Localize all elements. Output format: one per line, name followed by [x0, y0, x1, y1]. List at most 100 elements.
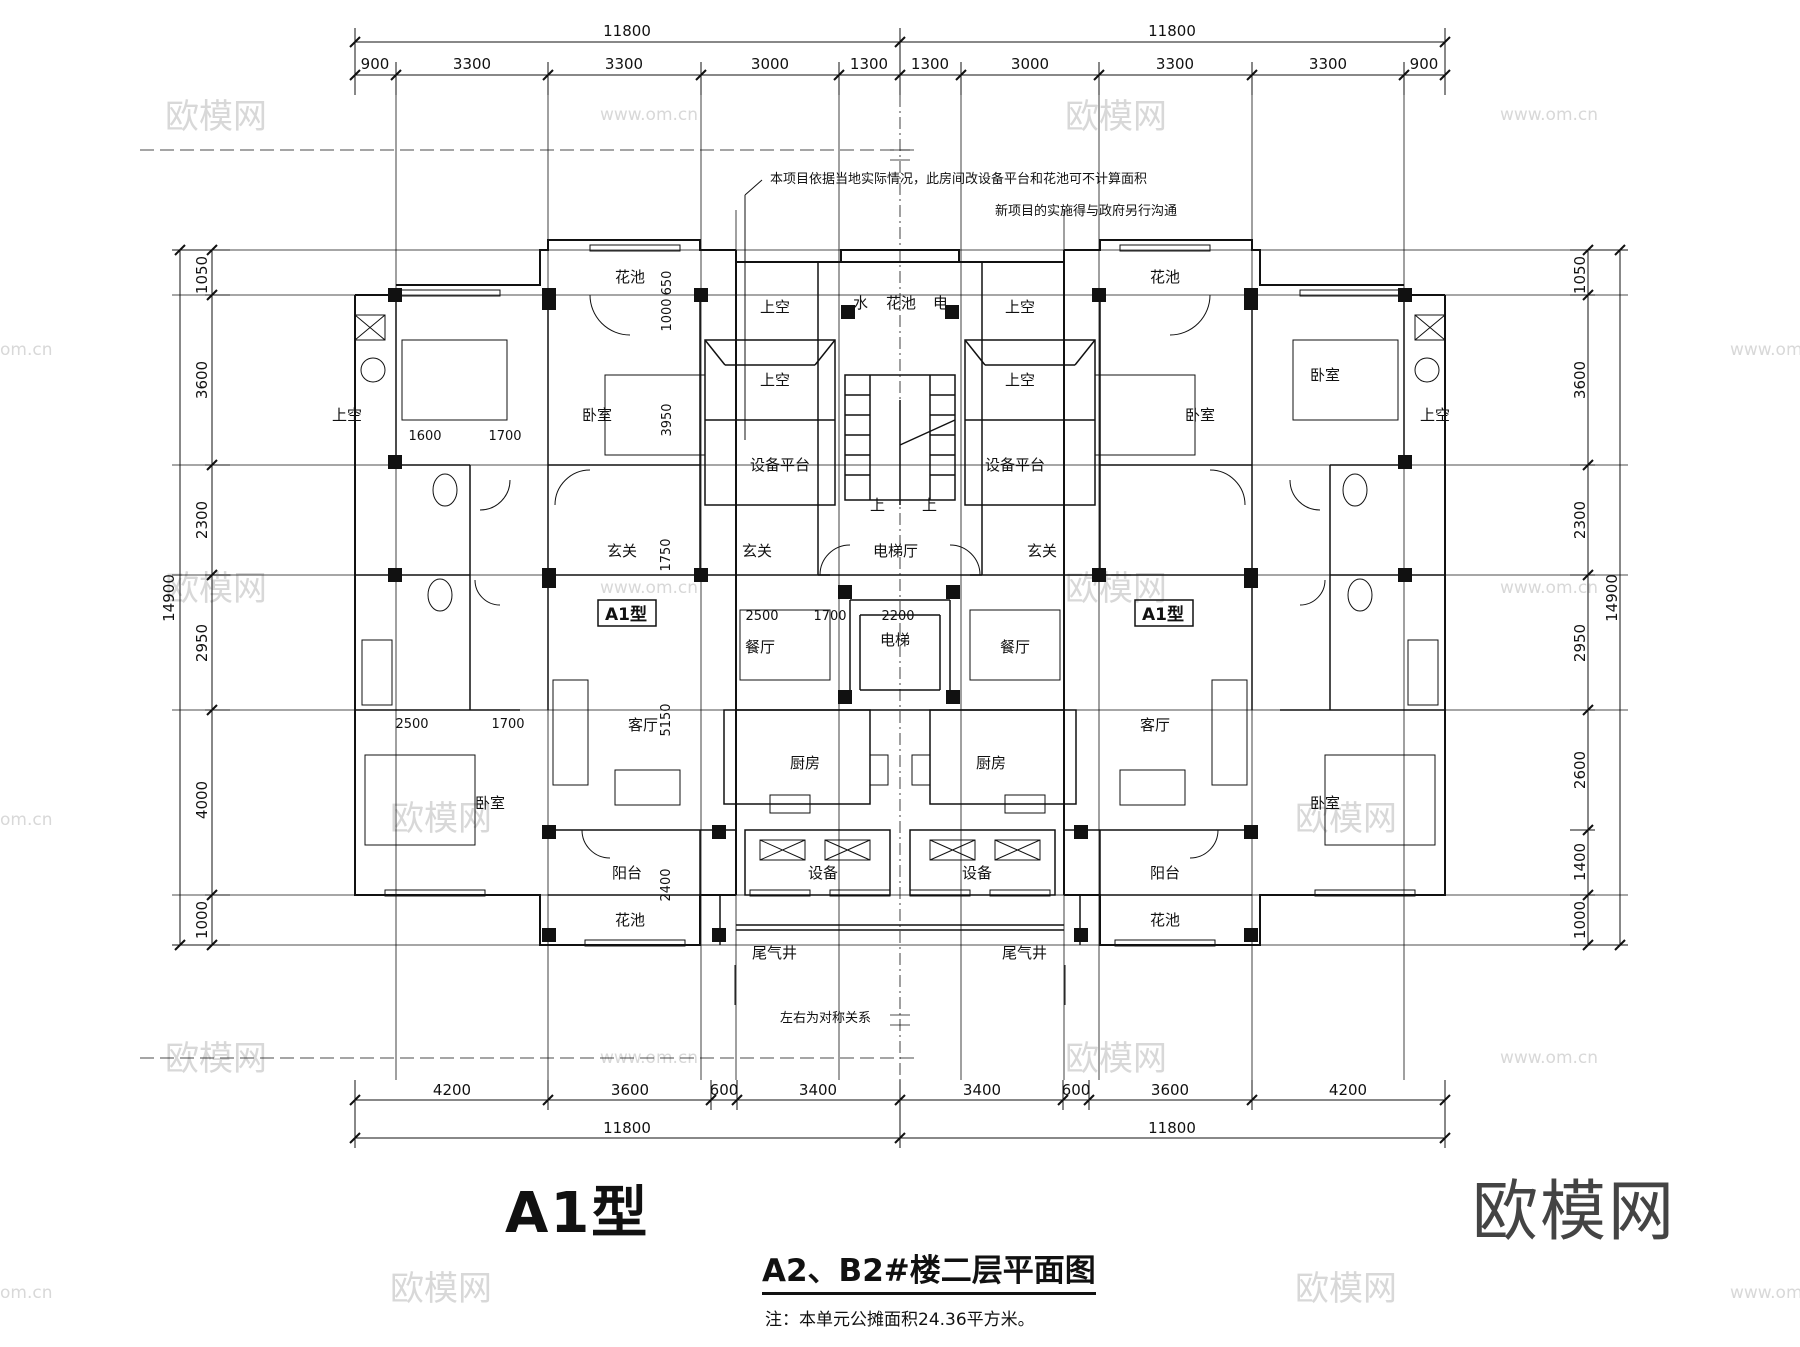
- sink-icon: [1004, 794, 1046, 814]
- stair-up-label: 上: [870, 496, 885, 514]
- room-balcony: 阳台: [612, 864, 642, 882]
- dim-label: 11800: [603, 22, 651, 40]
- equipment-unit-icon: [994, 839, 1041, 861]
- room-equipment-platform: 设备平台: [985, 456, 1045, 474]
- dim-label: 2950: [1571, 624, 1589, 662]
- sofa-icon: [552, 679, 589, 786]
- bathtub-icon: [361, 639, 393, 706]
- room-void: 上空: [1005, 298, 1035, 316]
- top-dimension-lines: [349, 28, 1451, 95]
- dim-label: 3300: [1309, 55, 1347, 73]
- doors: [474, 294, 1326, 859]
- watermark-url: www.om.cn: [1730, 340, 1800, 360]
- note-top-line1: 本项目依据当地实际情况，此房间改设备平台和花池可不计算面积: [770, 171, 1147, 187]
- brand-logo: 欧模网: [1472, 1173, 1676, 1250]
- room-equipment-platform: 设备平台: [750, 456, 810, 474]
- bed-icon: [401, 339, 508, 421]
- dim-label: 3400: [963, 1081, 1001, 1099]
- room-living: 客厅: [1140, 716, 1170, 734]
- room-entrance: 玄关: [607, 542, 637, 560]
- note-top-line2: 新项目的实施得与政府另行沟通: [995, 203, 1177, 219]
- room-exhaust-shaft: 尾气井: [1002, 944, 1047, 962]
- watermark-url: www.om.cn: [1730, 1283, 1800, 1303]
- room-bedroom: 卧室: [1310, 366, 1340, 384]
- exterior-walls: [354, 239, 1446, 946]
- dim-label: 600: [1062, 1081, 1091, 1099]
- bed-icon: [1292, 339, 1399, 421]
- toilet-icon: [427, 578, 453, 612]
- dim-label: 3600: [1571, 361, 1589, 399]
- watermark-url: om.cn: [0, 340, 53, 360]
- dim-label: 5150: [659, 703, 674, 736]
- room-bedroom: 卧室: [582, 406, 612, 424]
- dim-label: 1700: [813, 609, 846, 624]
- dim-label: 3000: [1011, 55, 1049, 73]
- room-flower-bed: 花池: [886, 294, 916, 312]
- bathtub-icon: [1407, 639, 1439, 706]
- drawing-title: A2、B2#楼二层平面图: [762, 1245, 1096, 1295]
- room-entrance: 玄关: [742, 542, 772, 560]
- dim-label: 650: [660, 271, 675, 296]
- watermark-text: 欧模网: [1295, 799, 1397, 839]
- structural-columns: [388, 288, 1412, 942]
- dim-label: 2500: [745, 609, 778, 624]
- dim-label: 2200: [881, 609, 914, 624]
- dim-label: 3600: [611, 1081, 649, 1099]
- watermark-text: 欧模网: [165, 569, 267, 609]
- bed-icon: [364, 754, 476, 846]
- notes: 本项目依据当地实际情况，此房间改设备平台和花池可不计算面积 新项目的实施得与政府…: [770, 171, 1177, 1026]
- dim-label: 1000: [660, 298, 675, 331]
- room-void: 上空: [332, 406, 362, 424]
- dim-label: 2400: [659, 868, 674, 901]
- unit-type-heading: A1型: [505, 1181, 650, 1246]
- equipment-unit-icon: [929, 839, 976, 861]
- dim-label: 2300: [1571, 501, 1589, 539]
- dim-label: 11800: [1148, 1119, 1196, 1137]
- dim-label: 900: [1410, 55, 1439, 73]
- room-entrance: 玄关: [1027, 542, 1057, 560]
- note-leaders: [734, 179, 1066, 1005]
- dim-label: 4200: [1329, 1081, 1367, 1099]
- bed-icon: [1094, 374, 1196, 456]
- room-living: 客厅: [628, 716, 658, 734]
- watermark-text: 欧模网: [1295, 1269, 1397, 1309]
- dim-label: 1700: [491, 717, 524, 732]
- dim-label: 900: [361, 55, 390, 73]
- drawing-footnote: 注：本单元公摊面积24.36平方米。: [765, 1310, 1035, 1330]
- dim-label: 3600: [1151, 1081, 1189, 1099]
- room-labels: 花池 花池 花池 花池 上空 上空 上空 上空 上空 上空 水 花池 电 卧室 …: [332, 268, 1450, 962]
- dim-label: 600: [710, 1081, 739, 1099]
- room-bedroom: 卧室: [1185, 406, 1215, 424]
- watermark-text: 欧模网: [1065, 97, 1167, 137]
- dim-label: 1050: [1571, 256, 1589, 294]
- ac-unit-icon: [354, 314, 386, 341]
- watermark-url: om.cn: [0, 810, 53, 830]
- room-water: 水: [853, 294, 868, 312]
- bottom-dimension-lines: [349, 1080, 1451, 1148]
- inner-dimensions: 650 1000 3950 1600 1700 1750 2500 2200 1…: [395, 271, 914, 902]
- room-dining: 餐厅: [1000, 638, 1030, 656]
- watermark-text: 欧模网: [165, 97, 267, 137]
- grid-axis-lines: [140, 95, 1628, 1080]
- room-elevator: 电梯: [880, 631, 910, 649]
- sink-icon: [769, 794, 811, 814]
- toilet-icon: [1347, 578, 1373, 612]
- dim-label: 3950: [660, 403, 675, 436]
- dim-label: 2600: [1571, 751, 1589, 789]
- dining-table-icon: [969, 609, 1061, 681]
- dim-label: 1000: [1571, 901, 1589, 939]
- coffee-table-icon: [1119, 769, 1186, 806]
- windows: [384, 244, 1416, 947]
- equipment-unit-icon: [759, 839, 806, 861]
- dim-label: 4000: [193, 781, 211, 819]
- interior-walls: [355, 262, 1445, 945]
- dim-label: 3300: [605, 55, 643, 73]
- dining-table-icon: [739, 609, 831, 681]
- dim-label: 1300: [911, 55, 949, 73]
- dim-label: 1050: [193, 256, 211, 294]
- stove-icon: [911, 754, 931, 786]
- dim-label: 4200: [433, 1081, 471, 1099]
- dim-label: 11800: [603, 1119, 651, 1137]
- dim-label: 3000: [751, 55, 789, 73]
- sofa-icon: [1211, 679, 1248, 786]
